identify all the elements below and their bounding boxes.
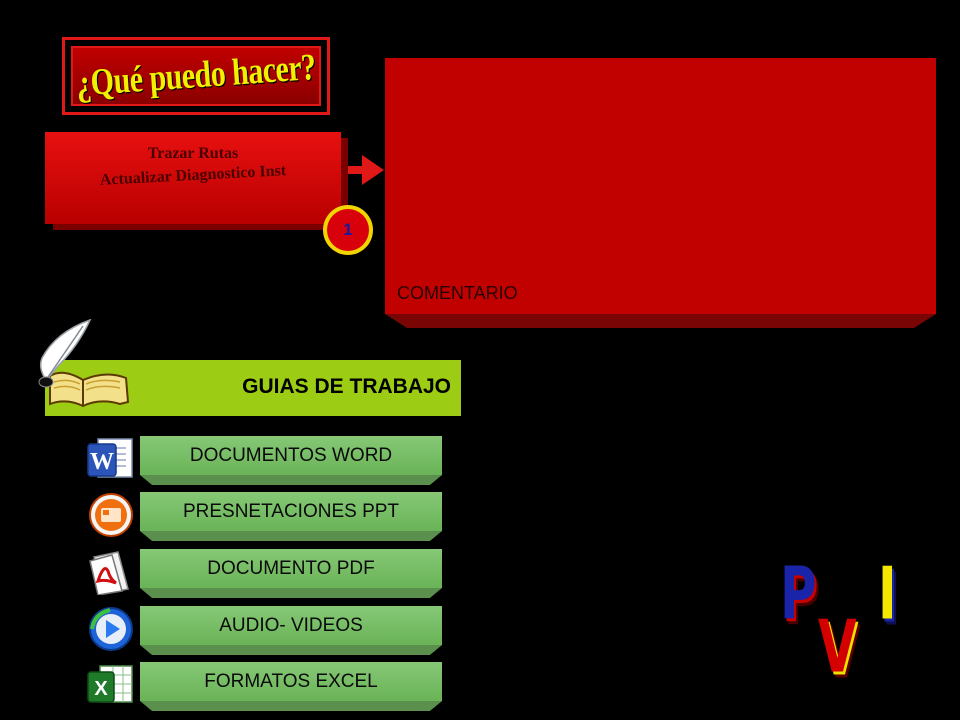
badge-number: 1 (327, 209, 369, 251)
logo-letter-v: V (818, 604, 857, 690)
menu-button-pdf[interactable]: DOCUMENTO PDF (140, 549, 442, 599)
excel-icon[interactable]: X (86, 662, 136, 708)
menu-button-media[interactable]: AUDIO- VIDEOS (140, 606, 442, 656)
word-icon[interactable]: W (86, 436, 136, 482)
page-title: ¿Qué puedo hacer? (74, 46, 318, 105)
guias-label: GUIAS DE TRABAJO (242, 375, 451, 398)
arrow-shaft (348, 166, 364, 174)
media-player-icon[interactable] (86, 606, 136, 652)
arrow-right-icon (362, 155, 384, 185)
powerpoint-icon[interactable] (86, 492, 136, 538)
menu-label-word: DOCUMENTOS WORD (140, 436, 442, 475)
action-button[interactable]: Trazar Rutas Actualizar Diagnostico Inst (45, 132, 348, 230)
menu-button-excel[interactable]: FORMATOS EXCEL (140, 662, 442, 712)
action-line-actualizar: Actualizar Diagnostico Inst (99, 162, 287, 189)
menu-label-ppt: PRESNETACIONES PPT (140, 492, 442, 531)
comment-panel: COMENTARIO (385, 58, 936, 328)
pdf-icon[interactable] (86, 549, 136, 595)
number-badge[interactable]: 1 (323, 205, 373, 255)
menu-button-ppt[interactable]: PRESNETACIONES PPT (140, 492, 442, 542)
svg-text:W: W (90, 449, 114, 475)
title-box: ¿Qué puedo hacer? (62, 37, 330, 115)
menu-label-media: AUDIO- VIDEOS (140, 606, 442, 645)
menu-label-pdf: DOCUMENTO PDF (140, 549, 442, 588)
menu-button-word[interactable]: DOCUMENTOS WORD (140, 436, 442, 486)
menu-label-excel: FORMATOS EXCEL (140, 662, 442, 701)
quill-book-icon (38, 318, 130, 408)
logo-letter-p: P (780, 551, 817, 637)
logo-letter-i: I (878, 551, 897, 637)
svg-text:X: X (94, 678, 108, 700)
action-line-trazar-rutas: Trazar Rutas (147, 145, 239, 162)
comment-label: COMENTARIO (397, 283, 518, 303)
